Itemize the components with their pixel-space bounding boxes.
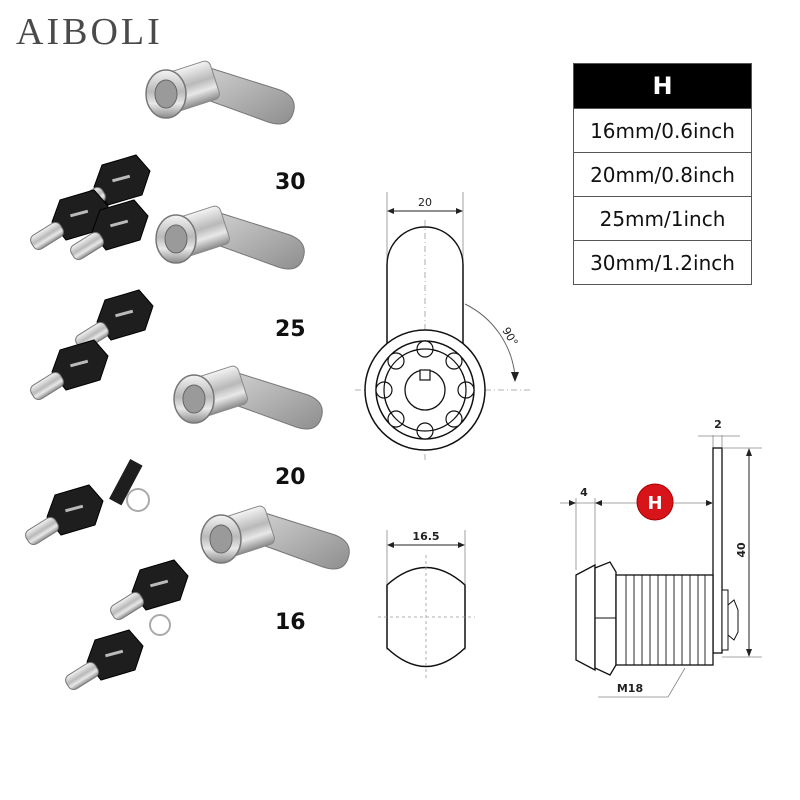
bottom-view-drawing: 16.5	[378, 530, 475, 680]
flange-4-label: 4	[580, 486, 588, 499]
size-label-16: 16	[275, 610, 306, 635]
thickness-2-label: 2	[714, 418, 722, 431]
product-photos	[22, 58, 351, 693]
h-badge-label: H	[647, 493, 662, 514]
lock-photo-16	[200, 503, 351, 570]
table-row: 30mm/1.2inch	[574, 240, 751, 284]
lock-photo-25	[155, 203, 306, 270]
brand-logo: AIBOLI	[16, 11, 163, 53]
h-badge	[636, 483, 674, 521]
table-row: 16mm/0.6inch	[574, 108, 751, 152]
side-view-drawing: 2 40 4 H M18	[560, 418, 762, 698]
table-header: H	[574, 64, 751, 108]
size-label-25: 25	[275, 317, 306, 342]
lock-photo-30	[145, 58, 296, 125]
table-row: 25mm/1inch	[574, 196, 751, 240]
rotation-90-label: 90°	[499, 325, 520, 348]
width-20-label: 20	[418, 196, 432, 209]
width-16-5-label: 16.5	[412, 530, 439, 543]
table-row: 20mm/0.8inch	[574, 152, 751, 196]
front-view-drawing: 20 90°	[355, 192, 530, 460]
size-label-30: 30	[275, 170, 306, 195]
thread-m18-label: M18	[617, 682, 643, 695]
lock-photo-20	[173, 363, 324, 430]
length-40-label: 40	[735, 542, 748, 558]
size-label-20: 20	[275, 465, 306, 490]
h-size-table: H 16mm/0.6inch 20mm/0.8inch 25mm/1inch 3…	[573, 63, 752, 285]
